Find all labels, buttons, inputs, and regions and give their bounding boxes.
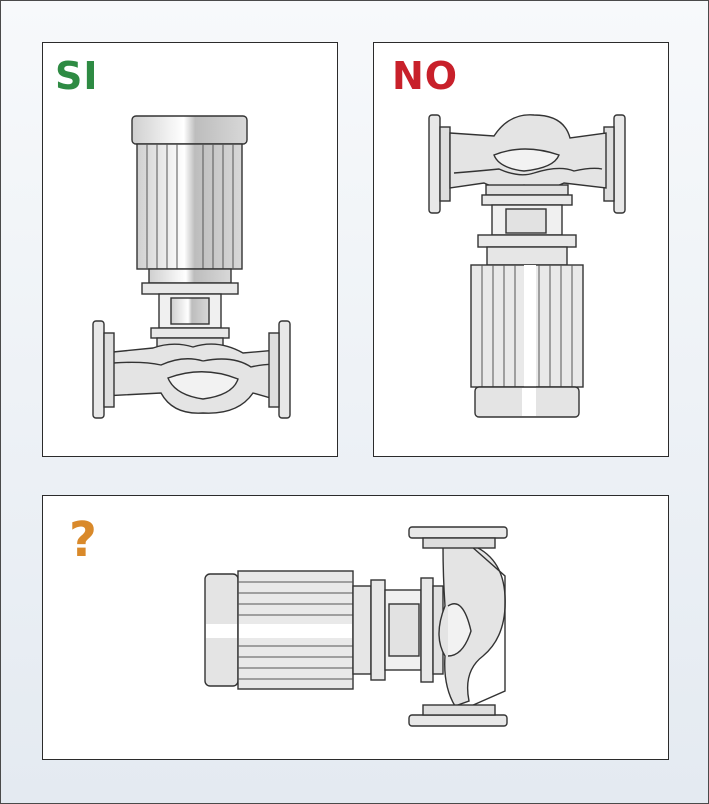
- pump-vertical-motor-top: [92, 115, 291, 419]
- panel-wrong-installation: NO: [373, 42, 669, 457]
- flange-bottom: [408, 714, 508, 727]
- panel-correct-installation: SI: [42, 42, 338, 457]
- motor-cap: [131, 115, 248, 145]
- label-correct: SI: [55, 54, 99, 98]
- panel-unknown-installation: ?: [42, 495, 669, 760]
- motor-body: [136, 143, 243, 270]
- label-wrong: NO: [392, 54, 459, 98]
- flange-right: [278, 320, 291, 419]
- flange-left: [428, 114, 441, 214]
- label-unknown: ?: [69, 512, 98, 568]
- flange-left: [92, 320, 105, 419]
- pump-vertical-motor-bottom: [428, 114, 626, 418]
- pump-horizontal: [204, 526, 508, 727]
- flange-right: [613, 114, 626, 214]
- flange-top: [408, 526, 508, 539]
